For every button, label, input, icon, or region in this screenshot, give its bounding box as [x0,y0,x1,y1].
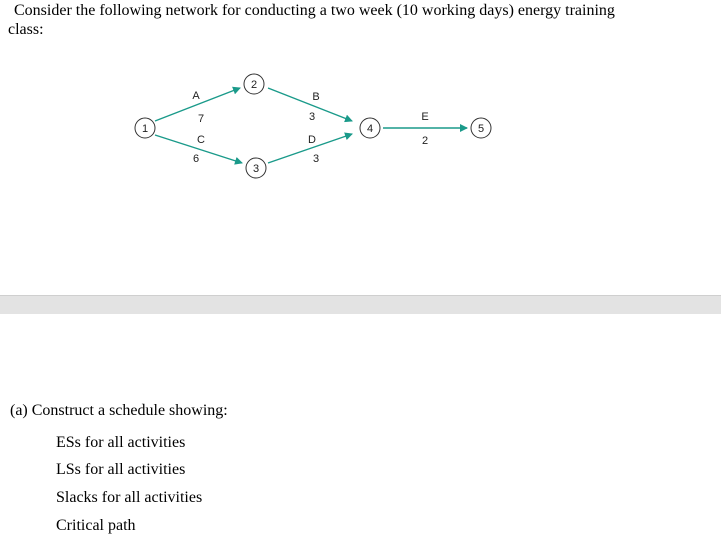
node-label-5: 5 [478,123,484,135]
activity-d-name: D [308,134,316,146]
activity-a-duration: 7 [198,113,204,125]
problem-line-1: Consider the following network for condu… [14,2,615,19]
node-circle-3 [245,157,267,179]
task-item-critical-path: Critical path [56,517,136,534]
activity-a-name: A [192,90,200,102]
arrow-activity-a [154,86,241,122]
task-item-ls: LSs for all activities [56,461,186,478]
node-label-4: 4 [367,123,373,135]
node-circle-1 [134,117,156,139]
activity-c-name: C [197,134,205,146]
node-label-1: 1 [142,123,148,135]
arrow-activity-d [267,132,353,164]
node-label-2: 2 [251,79,257,91]
task-item-slack: Slacks for all activities [56,489,203,506]
node-circle-5 [470,117,492,139]
section-divider [0,295,721,314]
network-diagram: 1 2 3 4 5 A 7 C 6 B 3 D 3 E 2 [134,73,492,179]
problem-line-2: class: [8,21,44,38]
node-label-3: 3 [253,163,259,175]
part-a-heading: (a) Construct a schedule showing: [10,402,228,419]
node-circle-2 [243,73,265,95]
activity-c-duration: 6 [193,153,199,165]
activity-b-name: B [312,91,319,103]
problem-statement: Consider the following network for condu… [8,1,648,39]
node-circle-4 [359,117,381,139]
arrow-activity-b [267,87,353,123]
task-item-es: ESs for all activities [56,434,186,451]
arrow-activity-c [154,134,243,165]
activity-d-duration: 3 [313,153,319,165]
activity-e-duration: 2 [422,135,428,147]
activity-e-name: E [421,111,428,123]
activity-b-duration: 3 [309,111,315,123]
